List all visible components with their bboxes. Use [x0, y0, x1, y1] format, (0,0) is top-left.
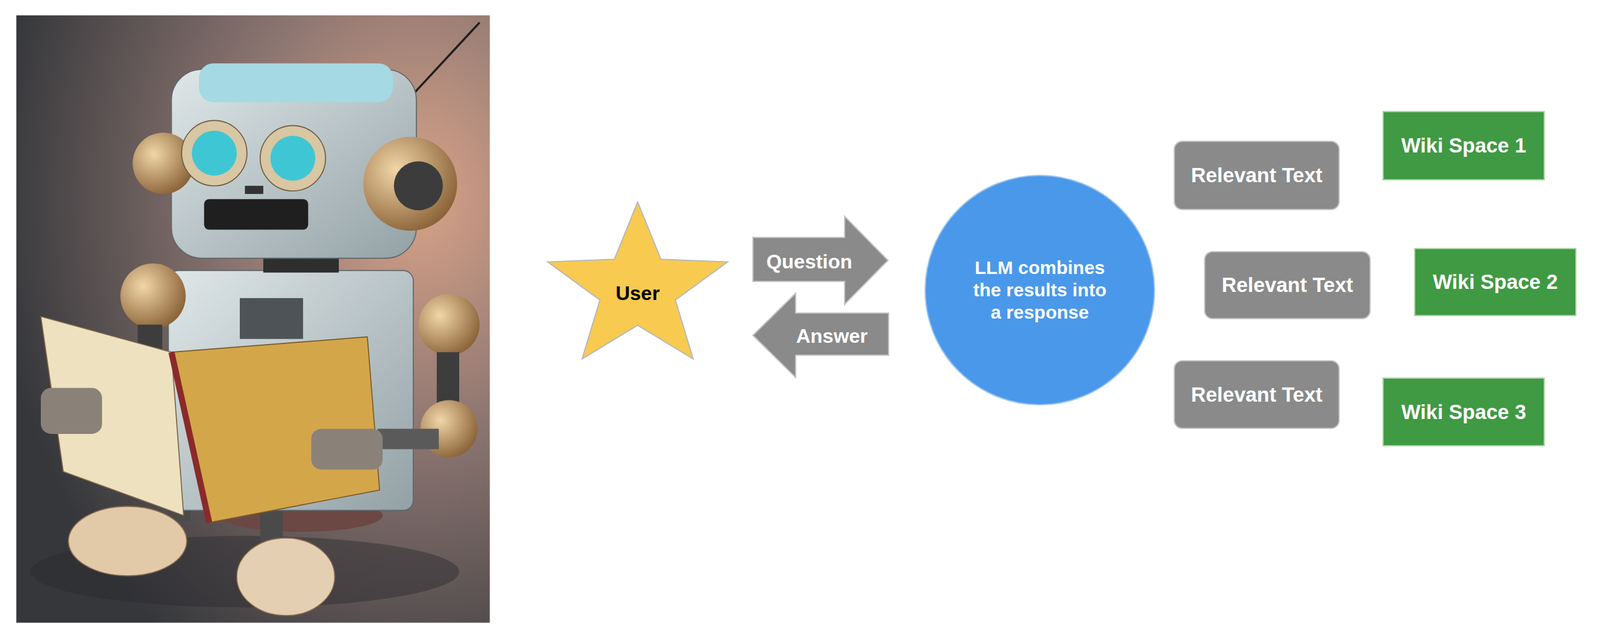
- node-label: Relevant Text: [1191, 162, 1323, 188]
- robot-head-top: [198, 63, 393, 103]
- star-outline: [547, 202, 728, 359]
- node-label: Relevant Text: [1191, 382, 1323, 408]
- robot-hand: [40, 387, 103, 434]
- arrow-outline: [752, 293, 889, 378]
- wiki-space-box: Wiki Space 3: [1382, 377, 1545, 447]
- arrow-outline: [752, 216, 888, 305]
- illustration-background: [16, 15, 490, 623]
- book-spine: [171, 351, 210, 523]
- robot-panel: [239, 298, 304, 339]
- robot-headphone: [363, 136, 458, 232]
- robot-forearm: [377, 428, 439, 450]
- robot-illustration: [0, 0, 496, 636]
- relevant-text-box: Relevant Text: [1173, 360, 1340, 429]
- robot-eye-rim: [181, 120, 247, 186]
- node-label: LLM combines the results into a response: [967, 256, 1112, 324]
- robot-eye: [192, 130, 237, 176]
- book-page: [40, 316, 185, 516]
- user-star: User: [547, 202, 728, 363]
- node-label: Question: [766, 249, 853, 274]
- llm-circle: LLM combines the results into a response: [924, 174, 1156, 406]
- question-arrow: Question: [752, 216, 888, 305]
- robot-shoulder: [418, 293, 480, 356]
- robot-eye: [270, 135, 315, 181]
- robot-antenna: [413, 22, 480, 94]
- robot-foot: [68, 506, 187, 576]
- wiki-space-box: Wiki Space 2: [1414, 247, 1577, 317]
- node-label: Wiki Space 2: [1432, 269, 1558, 295]
- node-label: Wiki Space 3: [1401, 399, 1526, 425]
- node-label: Relevant Text: [1221, 272, 1353, 298]
- node-label: User: [615, 281, 660, 305]
- robot-nose: [244, 185, 264, 194]
- answer-arrow: Answer: [752, 293, 889, 378]
- relevant-text-box: Relevant Text: [1204, 250, 1371, 320]
- node-label: Answer: [796, 324, 869, 348]
- robot-shoulder: [120, 263, 186, 329]
- robot-hand: [311, 428, 383, 470]
- robot-eye-rim: [260, 125, 326, 191]
- wiki-space-box: Wiki Space 1: [1382, 110, 1545, 181]
- robot-mouth: [203, 198, 308, 230]
- relevant-text-box: Relevant Text: [1173, 140, 1340, 211]
- node-label: Wiki Space 1: [1401, 133, 1526, 159]
- robot-foot: [236, 537, 335, 616]
- robot-headphone-inner: [394, 161, 444, 211]
